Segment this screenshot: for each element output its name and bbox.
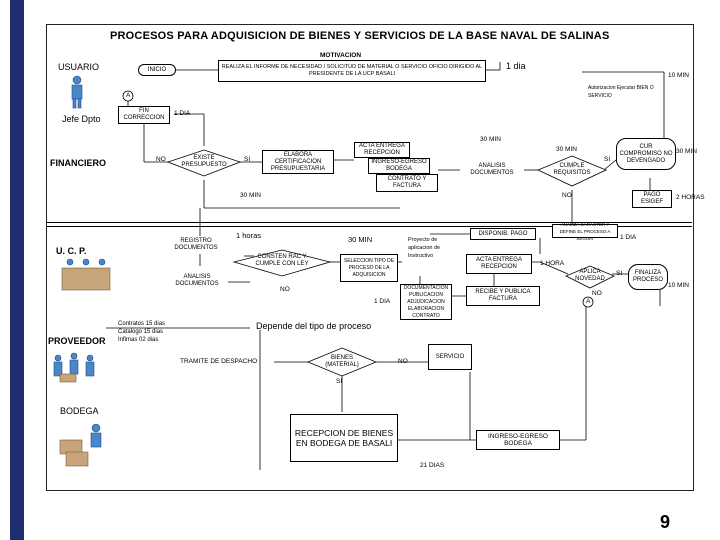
duration-30-min-c: 30 MIN [556,146,577,153]
acta-entrega-node: ACTA ENTREGA RECEPCION [354,142,410,158]
label-no-bienes: NO [398,358,408,365]
depende-label: Depende del tipo de proceso [256,321,372,331]
person-ucp-icon [61,258,111,291]
informe-node: REALIZA EL INFORME DE NECESIDAD / SOLICI… [218,60,486,82]
ingreso-egreso-node: INGRESO-EGRESO BODEGA [368,158,430,174]
proyecto-label: Proyecto de aplicacion de Instructivo [408,237,441,259]
servicio-node: SERVICIO [428,344,472,370]
existe-presupuesto-diamond [166,149,242,177]
diagram-title: PROCESOS PARA ADQUISICION DE BIENES Y SE… [110,30,610,42]
finaliza-proceso-node: FINALIZA PROCESO [628,264,668,290]
label-no-requisitos: NO [562,192,572,199]
recepcion-bienes-node: RECEPCION DE BIENES EN BODEGA DE BASALI [290,414,398,462]
duration-30-min-b: 30 MIN [480,136,501,143]
duration-1-dia-b: 1 DIA [174,110,191,117]
analiza-caracter-node: ANALIZA CARACTER Y DEFINE EL PROCESO A S… [552,222,618,241]
disponibilidad-pago-node: DISPONIB. PAGO [470,228,536,240]
lane-usuario: USUARIO [58,62,100,72]
motivacion-label: MOTIVACION [320,52,362,59]
duration-30-min-e: 30 MIN [348,235,373,244]
consten-rac-diamond [232,249,332,277]
cumple-requisitos-diamond [537,155,607,187]
label-si-bienes: SI [336,378,343,385]
person-bodega-icon [59,423,102,467]
aplica-novedad-node: APLICA NOVEDAD [575,269,605,282]
bienes-material-node: BIENES (MATERIAL) [325,355,359,368]
lane-proveedor: PROVEEDOR [48,336,106,346]
duration-10-min-b: 10 MIN [668,282,689,289]
duration-1-dia-c: 1 DIA [620,234,637,241]
bienes-material-diamond [306,347,378,377]
lane-jefe: Jefe Dpto [62,114,101,124]
duration-1-horas: 1 horas [236,231,262,240]
person-usuario-icon [71,75,83,109]
contratos-label: Contratos 15 dias Catalogo 15 dias Infim… [118,321,166,343]
compromiso-node: CUR COMPROMISO NO DEVENGADO [616,138,676,170]
documentacion-node: DOCUMENTACION PUBLICACION ADJUDICACION E… [400,284,452,320]
duration-2-horas: 2 HORAS [676,194,705,201]
lane-divider-ucp [46,226,692,227]
lane-ucp: U. C. P. [56,246,87,256]
lane-divider-financiero [46,222,692,223]
person-proveedor-icon [53,352,95,383]
aplica-novedad-diamond [565,265,615,289]
lane-financiero: FINANCIERO [50,158,106,168]
duration-30-min-a: 30 MIN [240,192,261,199]
cumple-requisitos-node: CUMPLE REQUISITOS [553,163,591,176]
label-si-presupuesto: SI [244,156,251,163]
connector-a-bottom: A [586,298,591,305]
label-no-presupuesto: NO [156,156,166,163]
lane-bodega: BODEGA [60,406,99,416]
autorizacion-label: Autorizacion Ejecutar BIEN O SERVICIO [588,85,654,99]
left-accent-bar [10,0,24,540]
ingreso-egreso-bodega-node: INGRESO-EGRESO BODEGA [476,430,560,450]
duration-1-dia: 1 dia [506,61,526,71]
contrato-factura-node: CONTRATO Y FACTURA [376,174,438,192]
seleccion-tipo-node: SELECCION TIPO DE PROCESO DE LA ADQUISIC… [340,254,398,282]
analisis-docs-fin-node: ANALISIS DOCUMENTOS [470,163,514,176]
analisis-docs-ucp-node: ANALISIS DOCUMENTOS [175,274,219,287]
label-no-rac: NO [280,286,290,293]
duration-21-dias: 21 DIAS [420,462,445,469]
duration-1-hora: 1 HORA [540,260,565,267]
pago-node: PAGO ESIGEF [632,190,672,208]
label-si-requisitos: SI [604,156,611,163]
page-number: 9 [660,512,671,532]
duration-1-dia-d: 1 DIA [374,298,391,305]
recibe-factura-node: RECIBE Y PUBLICA FACTURA [466,286,540,306]
acta-entrega-ucp-node: ACTA ENTREGA RECEPCION [466,254,532,274]
duration-10-min-a: 10 MIN [668,72,689,79]
fin-correccion-node: FIN CORRECCION [118,106,170,124]
tramite-despacho-label: TRAMITE DE DESPACHO [180,358,258,365]
certificacion-node: ELABORA CERTIFICACION PRESUPUESTARIA [262,150,334,174]
registro-docs-node: REGISTRO DOCUMENTOS [174,238,218,251]
label-si-novedad: SI [616,270,623,277]
label-no-novedad: NO [592,290,602,297]
consten-rac-node: CONSTEN RAC Y CUMPLE CON LEY [255,254,309,267]
duration-30-min-d: 30 MIN [676,148,697,155]
inicio-node: INICIO [138,64,176,76]
connector-a-top: A [126,92,131,99]
existe-presupuesto-node: EXISTE PRESUPUESTO [181,155,227,168]
